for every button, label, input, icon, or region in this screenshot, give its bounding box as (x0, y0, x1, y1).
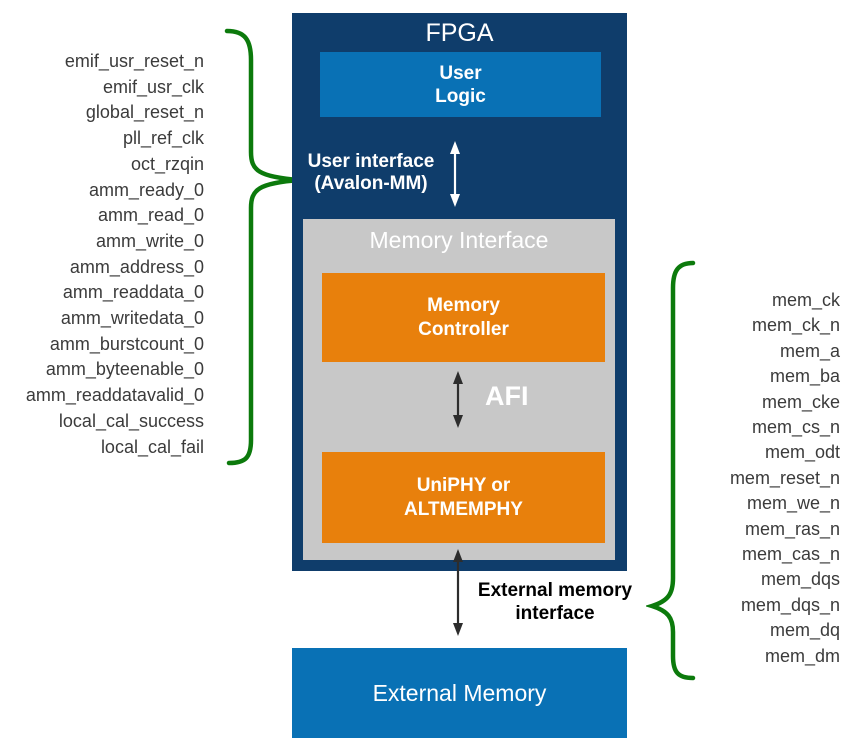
afi-label: AFI (485, 381, 529, 411)
signal-label: mem_odt (764, 442, 840, 463)
signal-label: mem_reset_n (729, 467, 840, 488)
signal-label: amm_byteenable_0 (45, 359, 204, 380)
signal-label: amm_ready_0 (88, 179, 204, 200)
user-interface-arrow-icon (450, 141, 460, 207)
memory-interface-box: Memory Interface Memory Controller AFI U… (303, 219, 615, 560)
uniphy-label-line2: ALTMEMPHY (404, 498, 523, 520)
user-logic-box: User Logic (320, 52, 601, 117)
signal-label: pll_ref_clk (122, 128, 204, 149)
signal-label: amm_write_0 (95, 230, 204, 251)
signal-label: amm_readdata_0 (62, 282, 204, 303)
external-memory-box: External Memory (292, 648, 627, 738)
signal-label: amm_writedata_0 (60, 308, 204, 329)
external-memory-interface-label: External memory interface (455, 579, 655, 625)
signal-label: mem_dm (764, 645, 840, 666)
memory-controller-box: Memory Controller (322, 273, 605, 362)
user-interface-label-line2: (Avalon-MM) (314, 173, 428, 194)
external-memory-label: External Memory (372, 679, 547, 706)
signal-label: mem_cke (761, 391, 840, 412)
signal-label: mem_we_n (746, 493, 840, 514)
signal-label: mem_cas_n (741, 544, 840, 565)
user-interface-label-line1: User interface (307, 151, 435, 172)
user-logic-label-line2: Logic (435, 85, 486, 107)
user-logic-label-line1: User (439, 62, 482, 84)
uniphy-box: UniPHY or ALTMEMPHY (322, 452, 605, 543)
memory-controller-label-line2: Controller (418, 318, 509, 340)
external-memory-interface-label-line2: interface (515, 603, 595, 624)
signal-label: mem_ba (769, 366, 840, 387)
user-interface-label: User interface (Avalon-MM) (292, 151, 450, 195)
signal-label: amm_readdatavalid_0 (25, 385, 204, 406)
signal-label: local_cal_fail (100, 436, 204, 457)
signal-label: mem_dqs (760, 569, 840, 590)
signal-label: amm_read_0 (97, 205, 204, 226)
signal-label: mem_dq (769, 620, 840, 641)
signal-label: mem_ck_n (751, 315, 840, 336)
signal-label: mem_dqs_n (740, 594, 840, 615)
signal-label: oct_rzqin (130, 153, 204, 174)
signal-label: emif_usr_reset_n (64, 51, 204, 71)
avalon-signal-list: emif_usr_reset_n emif_usr_clk global_res… (0, 49, 204, 460)
fpga-box: FPGA User Logic User interface (Avalon-M… (292, 13, 627, 571)
signal-label: global_reset_n (85, 102, 204, 123)
signal-label: amm_burstcount_0 (49, 333, 204, 354)
signal-label: mem_a (779, 340, 840, 361)
memory-interface-title: Memory Interface (369, 227, 549, 253)
afi-arrow-icon (453, 371, 463, 428)
signal-label: local_cal_success (58, 410, 204, 431)
external-memory-interface-label-line1: External memory (477, 580, 633, 601)
right-brace-icon (646, 260, 696, 681)
memory-signal-list: mem_ck mem_ck_n mem_a mem_ba mem_cke mem… (692, 288, 840, 669)
uniphy-label-line1: UniPHY or (416, 474, 511, 496)
signal-label: emif_usr_clk (102, 76, 204, 97)
signal-label: mem_cs_n (751, 417, 840, 438)
fpga-title: FPGA (425, 19, 494, 47)
signal-label: mem_ck (771, 290, 840, 310)
signal-label: amm_address_0 (69, 256, 204, 277)
memory-controller-label-line1: Memory (427, 294, 500, 316)
external-memory-arrow-icon (453, 549, 463, 636)
signal-label: mem_ras_n (744, 518, 840, 539)
